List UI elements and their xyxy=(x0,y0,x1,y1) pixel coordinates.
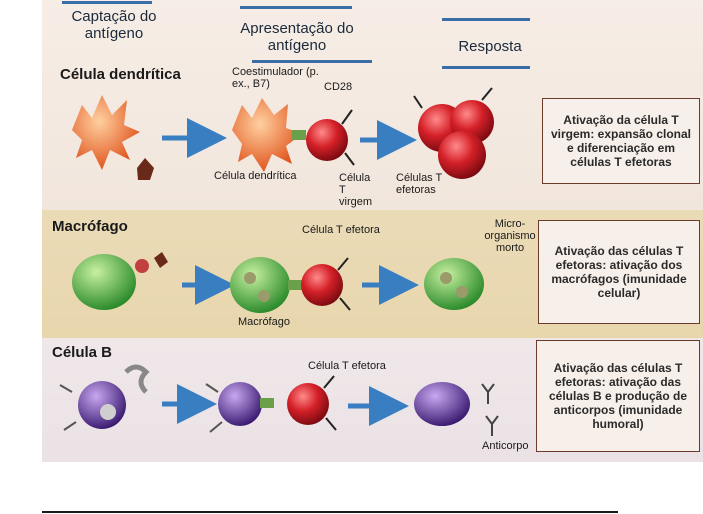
antibody-icon xyxy=(482,384,494,404)
bcell-presenting xyxy=(206,376,336,432)
dendritic-cell-presenting xyxy=(232,98,354,172)
activated-macrophage xyxy=(424,258,484,310)
divider-rule xyxy=(42,511,618,513)
figure-photo: Captação do antígeno Apresentação do ant… xyxy=(42,0,703,462)
diagram-art xyxy=(42,0,703,462)
bcell-capture xyxy=(60,367,146,430)
plasma-cell xyxy=(414,382,498,436)
macrophage-capture xyxy=(72,252,168,310)
dendritic-cell-capture xyxy=(72,95,154,180)
antibody-icon xyxy=(486,416,498,436)
effector-tcells-cluster xyxy=(414,88,494,179)
macrophage-presenting xyxy=(230,257,350,313)
